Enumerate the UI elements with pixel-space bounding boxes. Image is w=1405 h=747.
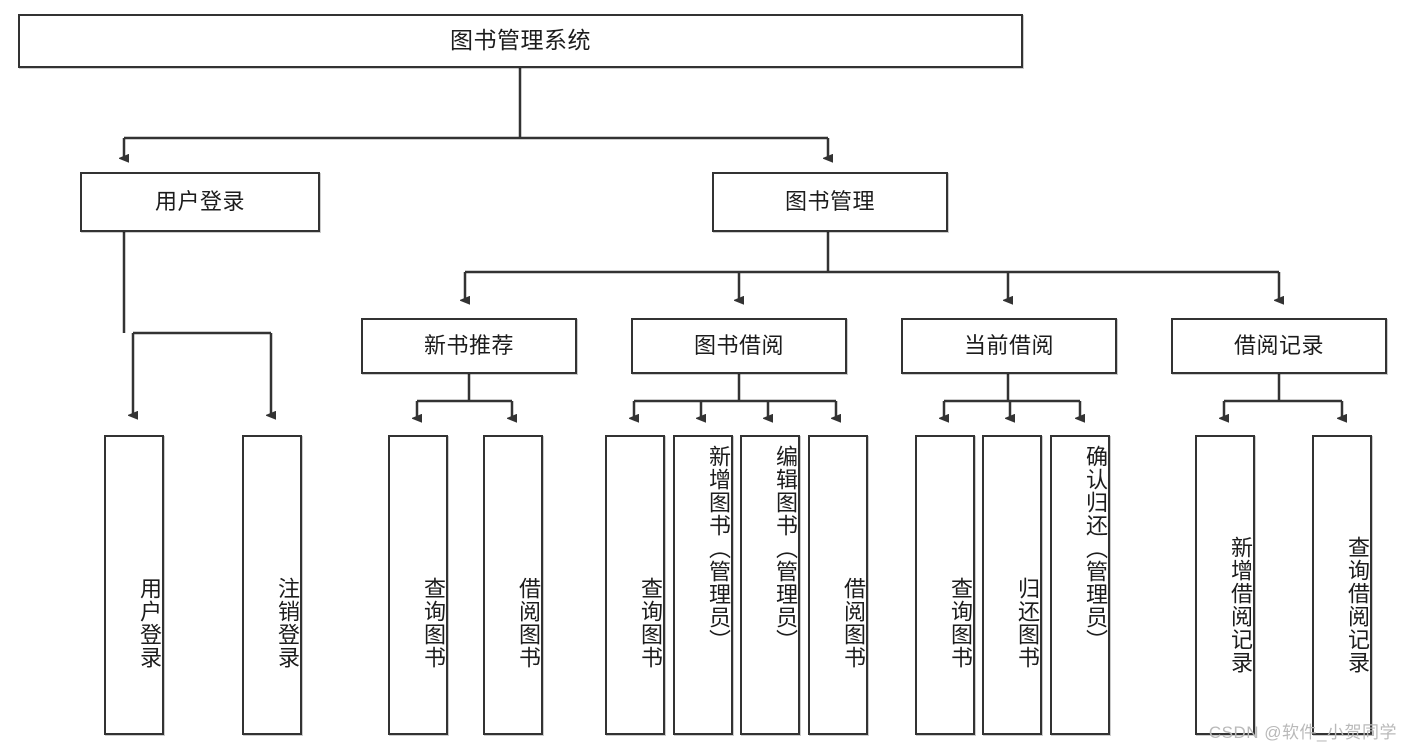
leaf-bookborrow-edit-book-admin[interactable]: 编辑图书（管理员） — [740, 435, 800, 735]
node-book-borrow[interactable]: 图书借阅 — [631, 318, 847, 374]
leaf-borrowrecord-query-record[interactable]: 查询借阅记录 — [1312, 435, 1372, 735]
leaf-currentborrow-query-book[interactable]: 查询图书 — [915, 435, 975, 735]
leaf-currentborrow-confirm-return-admin[interactable]: 确认归还（管理员） — [1050, 435, 1110, 735]
node-new-book-recommend[interactable]: 新书推荐 — [361, 318, 577, 374]
node-borrow-record[interactable]: 借阅记录 — [1171, 318, 1387, 374]
csdn-watermark: CSDN @软件_小贺同学 — [1208, 723, 1397, 742]
node-book-management[interactable]: 图书管理 — [712, 172, 948, 232]
leaf-borrowrecord-add-record[interactable]: 新增借阅记录 — [1195, 435, 1255, 735]
leaf-bookborrow-query-book[interactable]: 查询图书 — [605, 435, 665, 735]
leaf-newbook-query-book[interactable]: 查询图书 — [388, 435, 448, 735]
leaf-user-login[interactable]: 用户登录 — [104, 435, 164, 735]
leaf-logout[interactable]: 注销登录 — [242, 435, 302, 735]
node-root-system[interactable]: 图书管理系统 — [18, 14, 1023, 68]
node-current-borrow[interactable]: 当前借阅 — [901, 318, 1117, 374]
leaf-bookborrow-add-book-admin[interactable]: 新增图书（管理员） — [673, 435, 733, 735]
leaf-currentborrow-return-book[interactable]: 归还图书 — [982, 435, 1042, 735]
leaf-newbook-borrow-book[interactable]: 借阅图书 — [483, 435, 543, 735]
node-user-login[interactable]: 用户登录 — [80, 172, 320, 232]
leaf-bookborrow-borrow-book[interactable]: 借阅图书 — [808, 435, 868, 735]
